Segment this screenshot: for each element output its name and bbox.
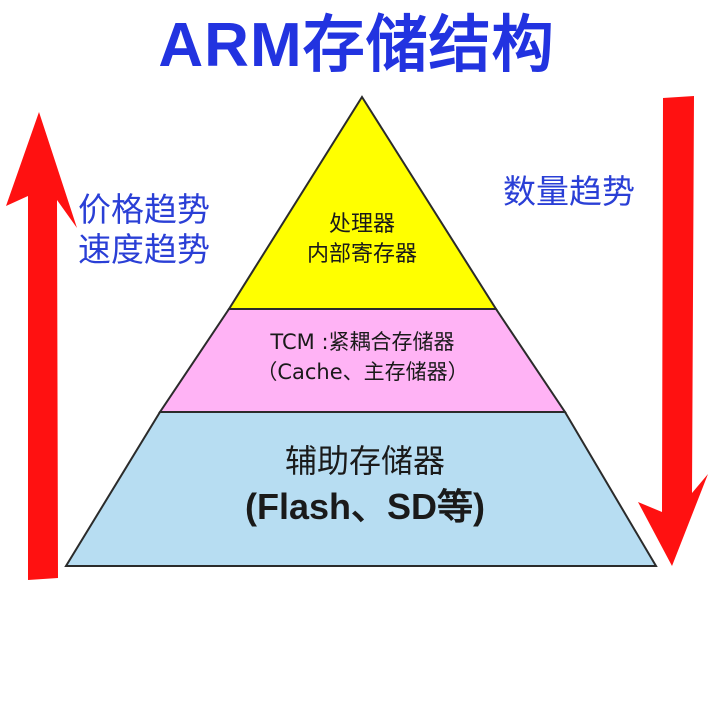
tier-processor-line2: 内部寄存器 — [306, 242, 417, 267]
price-trend-text: 价格趋势 — [78, 190, 210, 229]
tier-auxiliary-line2: (Flash、SD等) — [244, 486, 485, 527]
tier-processor-line1: 处理器 — [328, 212, 395, 237]
tier-auxiliary-label: 辅助存储器 (Flash、SD等) — [150, 438, 580, 530]
up-arrow-icon — [6, 112, 77, 580]
tier-tcm-line1: TCM :紧耦合存储器 — [270, 330, 455, 354]
tier-tcm-label: TCM :紧耦合存储器 （Cache、主存储器） — [200, 327, 525, 387]
tier-processor-registers — [227, 95, 498, 310]
tier-tcm-line2: （Cache、主存储器） — [256, 360, 469, 384]
quantity-trend-label: 数量趋势 — [503, 172, 635, 212]
tier-auxiliary-storage — [64, 411, 658, 567]
down-arrow-icon — [638, 96, 708, 566]
quantity-trend-text: 数量趋势 — [503, 172, 635, 211]
tier-auxiliary-line1: 辅助存储器 — [284, 442, 445, 480]
price-speed-trend-label: 价格趋势 速度趋势 — [78, 190, 210, 270]
speed-trend-text: 速度趋势 — [78, 230, 210, 269]
diagram-title: ARM存储结构 — [158, 11, 555, 80]
tier-processor-label: 处理器 内部寄存器 — [262, 210, 462, 270]
